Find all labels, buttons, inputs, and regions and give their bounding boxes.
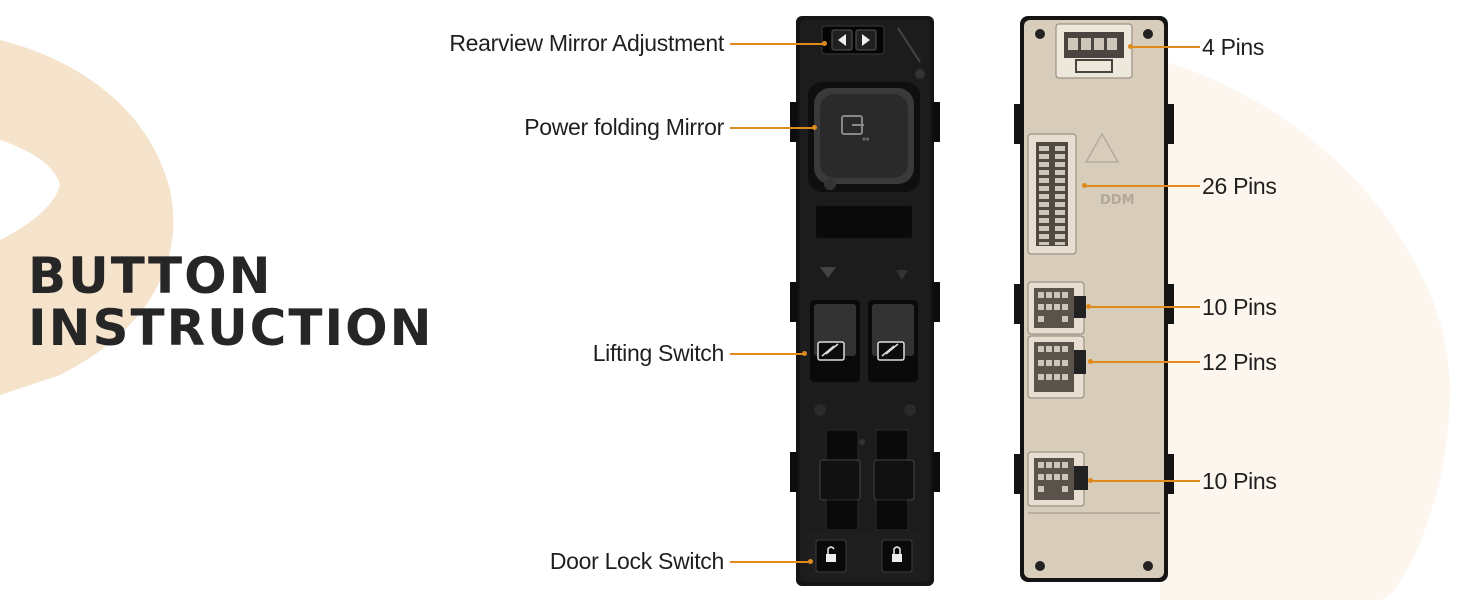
svg-text:⇔: ⇔ [862,135,870,145]
power-fold-joystick: ⇔ [808,82,920,192]
leader-dot-door-lock [808,559,813,564]
leader-dot-10-pins-a [1086,304,1091,309]
leader-12-pins [1090,361,1200,363]
leader-dot-26-pins [1082,183,1087,188]
door-lock-buttons [808,532,920,578]
housing-marking-ddm: DDM [1100,193,1135,208]
leader-26-pins [1084,185,1200,187]
leader-door-lock [730,561,810,563]
callout-10-pins-a: 10 Pins [1202,294,1277,320]
leader-power-folding [730,127,814,129]
leader-dot-12-pins [1088,359,1093,364]
callout-lifting-switch: Lifting Switch [592,340,725,366]
callout-power-folding: Power folding Mirror [524,114,724,140]
switch-front-panel: ⇔ [790,16,940,586]
callout-10-pins-b: 10 Pins [1202,468,1277,494]
callout-12-pins: 12 Pins [1202,349,1277,375]
connector-12-pin [1027,335,1086,399]
leader-dot-power-folding [812,125,817,130]
mirror-selector-switch [821,25,885,55]
connector-10-pin-a [1027,281,1086,335]
connector-26-pin [1027,132,1120,255]
leader-10-pins-a [1088,306,1200,308]
leader-dot-10-pins-b [1088,478,1093,483]
leader-10-pins-b [1090,480,1200,482]
title-line-1: BUTTON [28,247,273,305]
connector-4-pin [1055,23,1133,79]
leader-dot-lifting-switch [802,351,807,356]
callout-door-lock: Door Lock Switch [549,548,724,574]
switch-back-panel: DDM [1014,16,1174,582]
lower-switch-stack [819,429,915,531]
callout-26-pins: 26 Pins [1202,173,1277,199]
leader-dot-mirror-adjustment [822,41,827,46]
callout-4-pins: 4 Pins [1202,34,1265,60]
peach-circle-right [1160,60,1450,600]
leader-lifting-switch [730,353,804,355]
leader-mirror-adjustment [730,43,824,45]
callout-mirror-adjustment: Rearview Mirror Adjustment [449,30,724,56]
window-lift-switches [810,300,918,382]
peach-swoosh-left [0,40,174,395]
title-line-2: INSTRUCTION [28,299,434,357]
connector-10-pin-b [1027,451,1088,507]
leader-dot-4-pins [1128,44,1133,49]
page-title: BUTTON INSTRUCTION [28,250,433,354]
leader-4-pins [1130,46,1200,48]
